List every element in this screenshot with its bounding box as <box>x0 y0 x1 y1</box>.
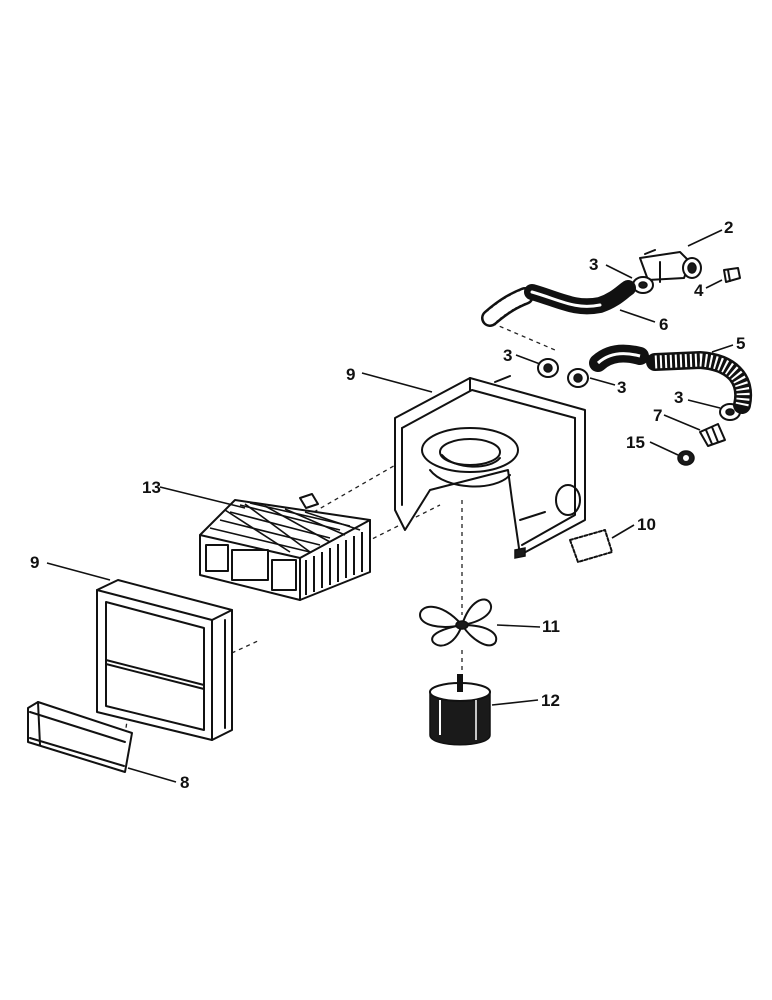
upper-hose-part <box>481 280 636 327</box>
part-label-3: 3 <box>503 346 512 365</box>
part-labels: 2 3 4 6 5 3 3 3 9 7 15 13 10 9 11 12 8 <box>30 218 745 792</box>
part-label-7: 7 <box>653 406 662 425</box>
part-label-13: 13 <box>142 478 161 497</box>
lower-hose-part <box>589 344 753 414</box>
front-cover-part <box>96 579 233 741</box>
part-label-10: 10 <box>637 515 656 534</box>
connector-part <box>699 423 726 447</box>
part-label-5: 5 <box>736 334 745 353</box>
valve-part <box>639 249 702 283</box>
leader-lines <box>46 229 734 783</box>
hose-clamp <box>537 358 559 378</box>
part-label-4: 4 <box>694 281 704 300</box>
motor-part <box>429 674 491 746</box>
part-label-9: 9 <box>30 553 39 572</box>
hose-clamp <box>632 276 654 294</box>
part-label-3: 3 <box>674 388 683 407</box>
small-fitting-part <box>723 267 741 283</box>
part-label-9: 9 <box>346 365 355 384</box>
part-label-8: 8 <box>180 773 189 792</box>
blower-housing-part <box>394 375 586 559</box>
hose-clamp <box>567 368 589 388</box>
part-label-2: 2 <box>724 218 733 237</box>
part-label-3: 3 <box>617 378 626 397</box>
plug-part <box>677 450 695 466</box>
fan-blade-part <box>419 598 498 647</box>
part-label-15: 15 <box>626 433 645 452</box>
part-label-11: 11 <box>542 617 560 636</box>
gasket-part <box>569 529 613 563</box>
filter-part <box>27 701 133 773</box>
part-label-12: 12 <box>541 691 560 710</box>
part-label-6: 6 <box>659 315 668 334</box>
part-label-3: 3 <box>589 255 598 274</box>
heater-core-part <box>199 493 371 601</box>
